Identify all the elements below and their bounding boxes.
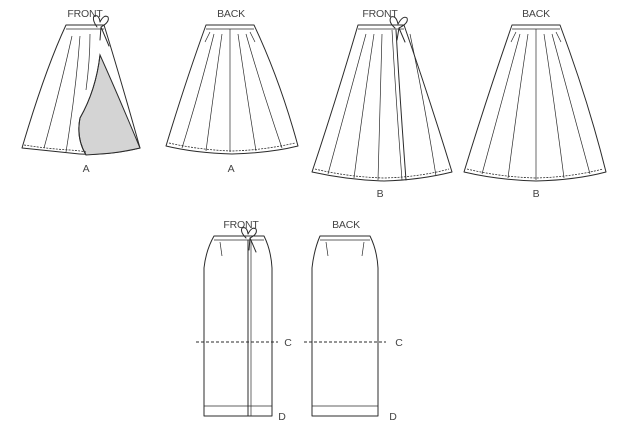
skirt-b-front-tie-bow (389, 16, 408, 43)
length-marker-c-front: C (284, 337, 292, 349)
variation-label-a-back: A (228, 163, 235, 175)
view-label-b-back: BACK (522, 8, 550, 20)
variation-label-b-front: B (377, 188, 384, 200)
skirt-a-front-overlap-edge (78, 54, 101, 156)
skirt-a-front: FRONT A (21, 8, 141, 175)
skirt-a-back-outline (165, 24, 299, 155)
skirt-d-front-tie-bow (241, 227, 257, 253)
view-label-a-front: FRONT (67, 8, 103, 20)
variation-label-d-back: D (389, 411, 397, 423)
skirt-d-front: FRONT C D (196, 219, 293, 423)
length-marker-c-back: C (395, 337, 403, 349)
skirt-a-front-tie-bow (92, 15, 110, 47)
skirt-b-front-outline (311, 24, 453, 182)
variation-label-b-back: B (533, 188, 540, 200)
variation-label-d-front: D (278, 411, 286, 423)
skirt-d-back-outline (311, 235, 379, 417)
skirt-a-back: BACK A (165, 8, 299, 175)
skirt-b-back: BACK B (463, 8, 607, 200)
view-label-b-front: FRONT (362, 8, 398, 20)
skirt-b-front-overlap-edge (395, 29, 407, 181)
skirt-b-front: FRONT B (311, 8, 453, 200)
skirt-d-front-outline (203, 235, 273, 417)
view-label-d-front: FRONT (223, 219, 259, 231)
variation-label-a-front: A (83, 163, 90, 175)
skirt-d-back: BACK C D (304, 219, 404, 423)
view-label-a-back: BACK (217, 8, 245, 20)
skirt-b-back-outline (463, 24, 607, 182)
view-label-d-back: BACK (332, 219, 360, 231)
